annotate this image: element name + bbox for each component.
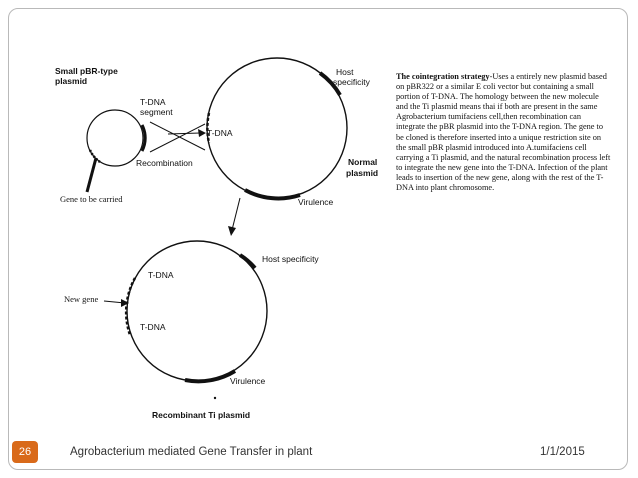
normal-plasmid-host-region: [318, 71, 342, 97]
recombinant-plasmid-circle: [126, 240, 268, 382]
tdna-segment-label-1: T-DNA: [140, 97, 166, 107]
small-plasmid-gene-insert: [88, 149, 101, 164]
tdna-segment-label-2: segment: [140, 107, 173, 117]
small-plasmid-label-2: plasmid: [55, 76, 87, 86]
host-specificity-top-2: specificity: [333, 77, 371, 87]
recombinant-tdna-label-2: T-DNA: [140, 322, 166, 332]
host-specificity-bottom-label: Host specificity: [262, 254, 319, 264]
cointegration-description: The cointegration strategy-Uses a entire…: [396, 72, 612, 193]
new-gene-arrowhead: [121, 299, 129, 307]
normal-plasmid-tdna-region: [206, 112, 211, 144]
down-arrow-head: [228, 226, 236, 236]
normal-plasmid-virulence-region: [244, 188, 301, 201]
recombinant-tdna-region: [124, 277, 137, 336]
footer-title: Agrobacterium mediated Gene Transfer in …: [70, 446, 313, 458]
tdna-pointer-line: [167, 132, 201, 135]
host-specificity-top-1: Host: [336, 67, 354, 77]
virulence-top-label: Virulence: [298, 197, 334, 207]
new-gene-label: New gene: [64, 294, 98, 304]
virulence-bottom-label: Virulence: [230, 376, 266, 386]
recombinant-tdna-label-1: T-DNA: [148, 270, 174, 280]
recombination-line-1: [149, 121, 206, 151]
down-arrow-line: [231, 197, 241, 231]
cointegration-body: -Uses a entirely new plasmid based on pB…: [396, 72, 611, 193]
normal-tdna-label: T-DNA: [207, 128, 233, 138]
recombinant-ti-label: Recombinant Ti plasmid: [152, 410, 250, 420]
dot-mark: [213, 396, 217, 400]
slide-frame: [8, 8, 628, 470]
small-plasmid-label-1: Small pBR-type: [55, 66, 118, 76]
recombinant-host-region: [238, 253, 257, 270]
normal-plasmid-label-1: Normal: [348, 157, 377, 167]
recombination-label: Recombination: [136, 158, 193, 168]
recombination-line-2: [149, 123, 206, 153]
small-plasmid-tdna-segment: [140, 124, 147, 152]
normal-plasmid-label-2: plasmid: [346, 168, 378, 178]
small-plasmid-circle: [86, 109, 144, 167]
tdna-pointer-arrowhead: [198, 129, 206, 137]
slide-number-badge: 26: [12, 441, 38, 463]
gene-to-be-carried-label: Gene to be carried: [60, 194, 123, 204]
footer-date: 1/1/2015: [540, 446, 585, 458]
gene-to-be-carried-pointer: [85, 157, 98, 193]
cointegration-heading: The cointegration strategy: [396, 72, 490, 81]
recombinant-virulence-region: [184, 369, 237, 384]
